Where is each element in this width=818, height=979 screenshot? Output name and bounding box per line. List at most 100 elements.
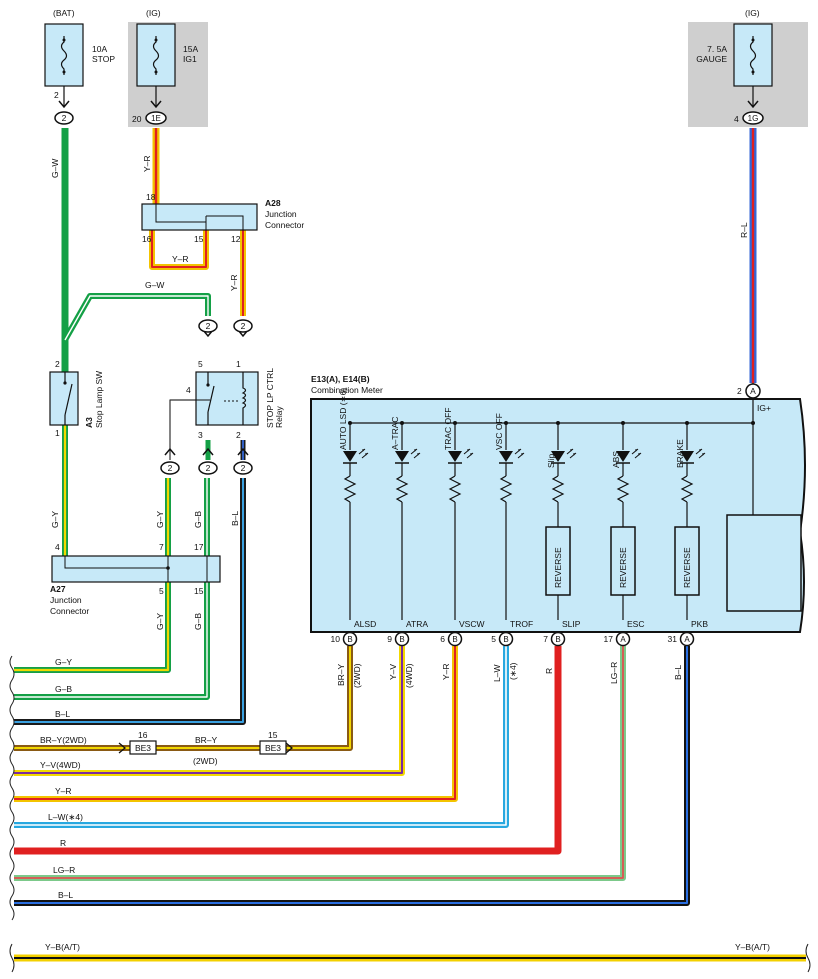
output-conn-6 xyxy=(679,631,695,647)
meter-igplus: IG+ xyxy=(757,403,771,413)
output-conn-4 xyxy=(550,631,566,647)
reverse-label: REVERSE xyxy=(618,547,628,588)
lbl-yr-relay: Y–R xyxy=(229,274,239,291)
led-icon xyxy=(680,451,694,462)
relay-pin3: 3 xyxy=(198,430,203,440)
a27-pin-bl: 5 xyxy=(159,586,164,596)
fuse-gauge-source: (IG) xyxy=(745,8,760,18)
output-pin-2: 6 xyxy=(440,634,445,644)
output-pin-1: 9 xyxy=(387,634,392,644)
left-label-7: R xyxy=(60,838,66,848)
output-conn-2 xyxy=(447,631,463,647)
stop-sw-id: A3 xyxy=(84,417,94,428)
fuse-stop-source: (BAT) xyxy=(53,8,75,18)
fuse-gauge: (IG) 7. 5A GAUGE 4 1G xyxy=(696,8,773,125)
output-name-1: ATRA xyxy=(406,619,428,629)
led-icon xyxy=(395,451,409,462)
lbl-gy-a: G–Y xyxy=(155,511,165,528)
cut-marks xyxy=(9,655,811,973)
output-name-4: SLIP xyxy=(562,619,581,629)
lbl-yv: Y–V xyxy=(388,664,398,680)
led-icon xyxy=(343,451,357,462)
lbl-rl: R–L xyxy=(739,222,749,238)
left-label-0: G–Y xyxy=(55,657,72,667)
output-conn-1 xyxy=(394,631,410,647)
output-pin-4: 7 xyxy=(543,634,548,644)
a27-pin-br: 15 xyxy=(194,586,204,596)
meter-ig-pin: 2 xyxy=(737,386,742,396)
lbl-lw: L–W xyxy=(492,665,502,682)
fuse-stop-pin: 2 xyxy=(54,90,59,100)
lbl-gw-main: G–W xyxy=(50,159,60,178)
lamp-label-2: TRAC OFF xyxy=(443,408,453,451)
bottom-left-label: Y–B(A/T) xyxy=(45,942,80,952)
left-label-8: LG–R xyxy=(53,865,75,875)
wires xyxy=(14,128,806,962)
fuse-gauge-rating: 7. 5A xyxy=(707,44,727,54)
output-conn-label-6: A xyxy=(684,635,690,644)
a27-pin-tl: 4 xyxy=(55,542,60,552)
led-icon xyxy=(448,451,462,462)
a27-pin-tr: 17 xyxy=(194,542,204,552)
lbl-bry: BR–Y xyxy=(336,663,346,686)
left-label-3: BR–Y(2WD) xyxy=(40,735,87,745)
stop-sw-pin-bot: 1 xyxy=(55,428,60,438)
relay-pin2: 2 xyxy=(236,430,241,440)
be3-left: BE3 xyxy=(135,743,151,753)
conn-relay1: 2 xyxy=(241,321,246,331)
left-label-9: B–L xyxy=(58,890,73,900)
relay-connectors: 2 2 2 2 2 xyxy=(160,319,253,475)
a27-line2: Connector xyxy=(50,606,89,616)
lbl-gy-sw: G–Y xyxy=(50,511,60,528)
be3-splices: 16 BE3 15 BE3 xyxy=(118,730,294,755)
output-pin-5: 17 xyxy=(604,634,614,644)
reverse-block xyxy=(545,526,571,596)
junction-connector-a28: 18 A28 Junction Connector 16 15 12 xyxy=(141,192,304,244)
resistor-icon xyxy=(680,475,694,503)
resistor-icon xyxy=(616,475,630,503)
fuse-ig1-name: IG1 xyxy=(183,54,197,64)
fuse-ig1-conn: 1E xyxy=(151,114,161,123)
output-pin-0: 10 xyxy=(331,634,341,644)
stop-sw-name: Stop Lamp SW xyxy=(94,371,104,428)
be3-pin-l: 16 xyxy=(138,730,148,740)
output-conn-label-5: A xyxy=(620,635,626,644)
fuse-ig1-pin: 20 xyxy=(132,114,142,124)
output-conn-label-0: B xyxy=(347,635,352,644)
resistor-icon xyxy=(395,475,409,503)
a28-pin-m: 15 xyxy=(194,234,204,244)
output-conn-label-3: B xyxy=(503,635,508,644)
reverse-label: REVERSE xyxy=(553,547,563,588)
fuse-stop-conn: 2 xyxy=(62,113,67,123)
led-icon xyxy=(551,451,565,462)
fuse-stop: (BAT) 10A STOP 2 2 xyxy=(44,8,115,125)
lbl-gw-branch: G–W xyxy=(145,280,164,290)
a27-line1: Junction xyxy=(50,595,82,605)
output-conn-3 xyxy=(498,631,514,647)
fuse-gauge-conn: 1G xyxy=(748,114,759,123)
lbl-4wd: (4WD) xyxy=(404,663,414,688)
a28-line1: Junction xyxy=(265,209,297,219)
fuse-gauge-pin: 4 xyxy=(734,114,739,124)
output-name-3: TROF xyxy=(510,619,533,629)
fuse-ig1-rating: 15A xyxy=(183,44,198,54)
lbl-star4: (∗4) xyxy=(508,662,518,680)
be3-pin-r: 15 xyxy=(268,730,278,740)
lamp-label-6: BRAKE xyxy=(675,439,685,468)
meter-ig-conn: A xyxy=(750,386,756,396)
meter-title: E13(A), E14(B) xyxy=(311,374,370,384)
relay-line1: STOP LP CTRL xyxy=(265,368,275,428)
conn-relay5: 2 xyxy=(206,321,211,331)
fuse-gauge-name: GAUGE xyxy=(696,54,727,64)
conn-b: 2 xyxy=(206,463,211,473)
fuse-stop-rating: 10A xyxy=(92,44,107,54)
output-pin-3: 5 xyxy=(491,634,496,644)
lamp-label-3: VSC OFF xyxy=(494,413,504,450)
output-conn-5 xyxy=(615,631,631,647)
a28-pin-r: 12 xyxy=(231,234,241,244)
stop-sw-pin-top: 2 xyxy=(55,359,60,369)
led-icon xyxy=(499,451,513,462)
lbl-gb-a: G–B xyxy=(193,511,203,528)
output-name-5: ESC xyxy=(627,619,644,629)
